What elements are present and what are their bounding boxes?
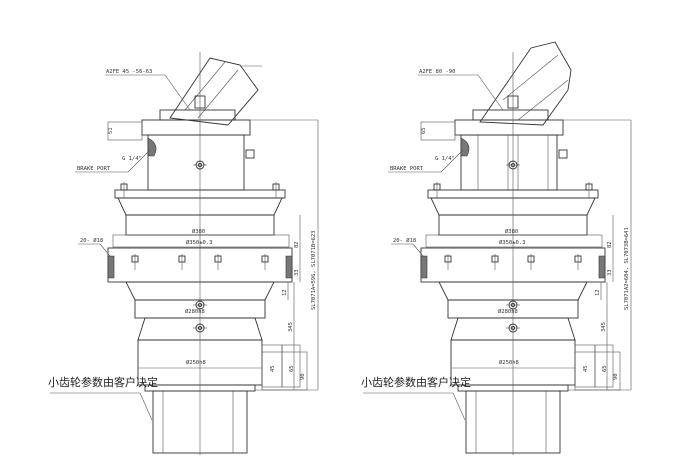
bolt-icon [585,182,593,198]
bolt-icon [433,182,441,198]
dim-box-top [107,121,143,141]
dim-box-90 [261,351,308,391]
dim-box-90 [574,351,621,391]
motor-line [502,54,559,101]
bolt-icon [574,254,582,270]
brake-port-label: BRAKE PORT [390,166,424,172]
motor-base-plate [472,109,549,121]
dim-45: 45 [270,365,276,372]
bolt-icon [131,254,139,270]
pilot-2-label: Ø250h8 [186,359,206,366]
leader [139,392,153,421]
brake-port-label: BRAKE PORT [77,166,111,172]
dim-82: 82 [607,241,613,248]
dim-345: 345 [288,322,294,332]
motor-line [184,61,226,111]
bolt-circle-frame [112,234,290,248]
dim-90: 90 [613,373,619,380]
bolt-icon [527,254,535,270]
port-size-label: G 1/4" [122,156,142,162]
flange-hole-section [285,255,293,279]
pinion-note: 小齿轮参数由客户决定 [361,375,471,389]
motor-line [517,79,569,121]
leader [99,243,111,257]
bolt-circle-label: Ø350±0.3 [499,239,526,246]
dim-12: 12 [595,289,601,296]
motor-body [479,41,572,126]
gearbox-drawing-1 [50,52,319,455]
leader [452,392,466,421]
bolt-circle-frame [425,234,603,248]
bolt-circle-label: Ø350±0.3 [186,239,213,246]
plug [245,149,255,159]
motor-body [169,57,259,126]
top-flange [141,119,251,136]
hydraulic-motor [159,57,262,126]
port-size-label: G 1/4" [435,156,455,162]
dim-top: 65 [421,127,427,134]
dim-345: 345 [601,322,607,332]
overall-length-label: SL7071A2=604, SL7073B=641 [624,227,630,310]
motor-model-label: A2FE 45 -56-63 [106,69,152,75]
pilot-1-label: Ø280h8 [498,308,518,315]
bolt-icon [120,182,128,198]
bolt-icon [261,254,269,270]
dim-33: 33 [607,269,613,276]
dim-90: 90 [300,373,306,380]
dim-box-65 [281,344,301,388]
dim-65: 65 [602,365,608,372]
brake-housing [147,134,245,191]
leader [477,74,504,111]
leader [440,149,464,173]
flange-diameter-label: Ø380 [505,228,518,235]
bolt-icon [491,254,499,270]
hydraulic-motor [472,41,572,126]
pilot-2-label: Ø250h8 [499,359,519,366]
flange-hole-section [598,255,606,279]
plug [558,149,568,159]
bolt-icon [272,182,280,198]
dim-45: 45 [583,365,589,372]
bolt-icon [178,254,186,270]
flange-hole-section [420,255,428,279]
leader [164,74,191,111]
motor-line [197,69,239,119]
pilot-1-label: Ø280h8 [185,308,205,315]
overall-length-label: SL7071A=596, SL7071B=623 [311,231,317,310]
flange-hole-section [107,255,115,279]
bolt-icon [444,254,452,270]
dim-33: 33 [294,269,300,276]
motor-model-label: A2FE 80 -90 [419,69,455,75]
dim-top: 51 [108,127,114,134]
bolt-holes-label: 20- Ø18 [393,237,416,244]
flange-diameter-label: Ø380 [192,228,205,235]
leader [412,243,424,257]
dim-65: 65 [289,365,295,372]
dim-box-65 [594,344,614,388]
bolt-icon [214,254,222,270]
brake-housing [460,134,558,191]
pinion-note: 小齿轮参数由客户决定 [48,375,158,389]
bolt-holes-label: 20- Ø18 [80,237,103,244]
top-flange [454,119,564,136]
leader [127,149,151,173]
gearbox-drawing-2 [363,41,632,455]
dim-82: 82 [294,241,300,248]
dim-box-top [420,121,456,141]
brake-port-section [147,137,157,157]
dim-12: 12 [282,289,288,296]
brake-port-section [460,137,470,157]
